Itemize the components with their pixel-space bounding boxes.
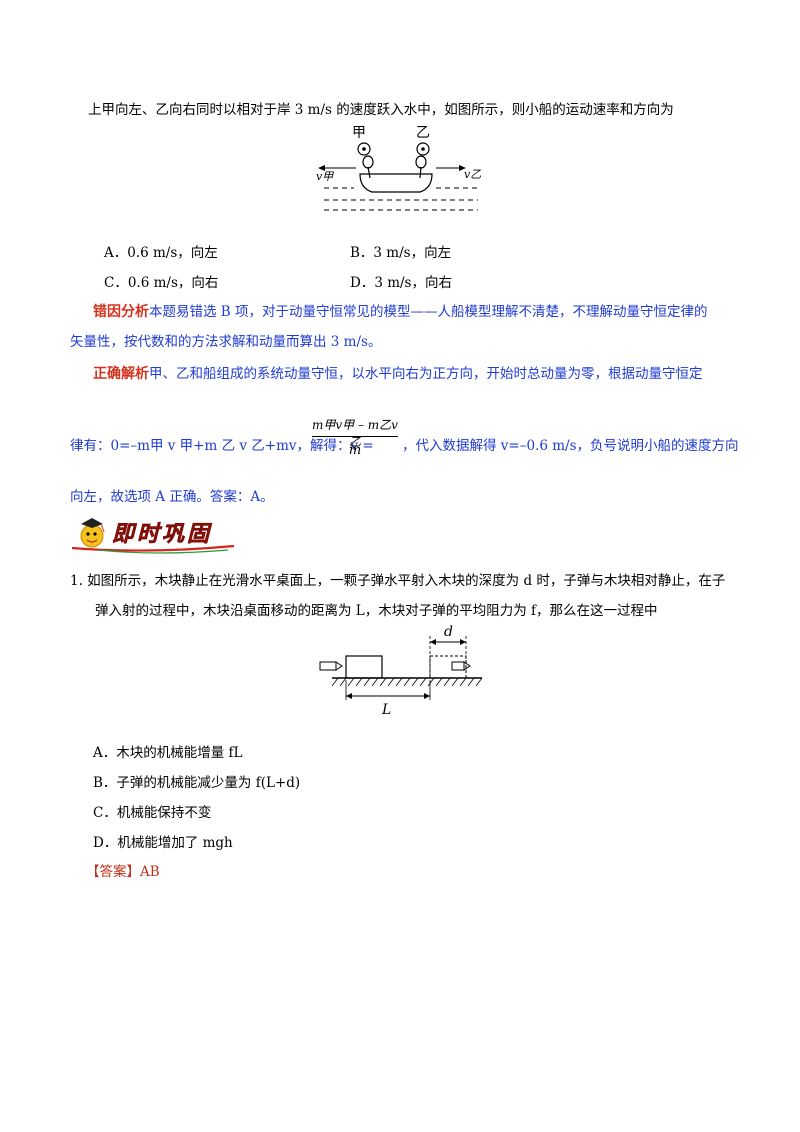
solution-law-prefix: 律有：0=–m [70,438,150,454]
solution-line-2: 律有：0=–m甲 v 甲+m 乙 v 乙+mv，解得：v = [70,434,374,454]
error-analysis-line-1: 错因分析本题易错选 B 项，对于动量守恒常见的模型——人船模型理解不清楚，不理解… [93,300,708,321]
error-analysis-title: 错因分析 [93,304,149,320]
error-analysis-text-2: 矢量性，按代数和的方法求解和动量而算出 3 m/s。 [70,334,382,350]
fraction-bar [312,436,398,437]
label-v-yi: v乙 [464,168,481,181]
p1-option-c: C．机械能保持不变 [93,805,212,821]
banner-graphic [71,518,235,554]
label-v-jia: v甲 [316,170,334,183]
solution-title: 正确解析 [93,366,149,382]
boat-figure: 甲 乙 v甲 v乙 [316,125,481,211]
solution-text-after: ，代入数据解得 v=–0.6 m/s，负号说明小船的速度方向 [402,438,739,454]
p1-option-d: D．机械能增加了 mgh [93,835,233,851]
option-c: C．0.6 m/s，向右 [104,275,219,291]
option-b: B．3 m/s，向左 [350,245,452,261]
p1-answer-value: AB [140,864,160,880]
section-banner: 即时巩固 [68,510,238,554]
banner-title: 即时巩固 [112,522,213,548]
solution-formula-mid: 甲 v 甲+m 乙 v 乙+mv，解得：v = [149,438,374,454]
p1-answer: 【答案】AB [86,860,160,880]
solution-line-1: 正确解析甲、乙和船组成的系统动量守恒，以水平向右为正方向，开始时总动量为零，根据… [93,362,703,383]
bullet-block-figure: d L [319,624,483,718]
p1-answer-tag: 【答案】 [86,864,140,880]
problem-1-stem-1: 1. 如图所示，木块静止在光滑水平桌面上，一颗子弹水平射入木块的深度为 d 时，… [70,573,726,589]
error-analysis-text-1: 本题易错选 B 项，对于动量守恒常见的模型——人船模型理解不清楚，不理解动量守恒… [149,304,708,320]
label-d: d [444,624,453,640]
option-a: A．0.6 m/s，向左 [104,245,218,261]
p1-option-a: A．木块的机械能增量 fL [93,745,243,761]
problem-1-stem-2: 弹入射的过程中，木块沿桌面移动的距离为 L，木块对子弹的平均阻力为 f，那么在这… [95,603,658,619]
fraction-denominator: m [348,443,362,458]
label-jia: 甲 [352,125,366,141]
fraction-numerator: m甲v甲 – m乙v乙 [312,418,398,449]
label-L: L [381,702,391,718]
solution-text-3: 向左，故选项 A 正确。答案：A。 [70,489,274,505]
problem-stem-tail: 上甲向左、乙向右同时以相对于岸 3 m/s 的速度跃入水中，如图所示，则小船的运… [88,102,674,118]
label-yi: 乙 [416,125,430,141]
option-d: D．3 m/s，向右 [350,275,452,291]
p1-option-b: B．子弹的机械能减少量为 f(L+d) [93,775,301,791]
solution-text-1: 甲、乙和船组成的系统动量守恒，以水平向右为正方向，开始时总动量为零，根据动量守恒… [149,366,703,382]
